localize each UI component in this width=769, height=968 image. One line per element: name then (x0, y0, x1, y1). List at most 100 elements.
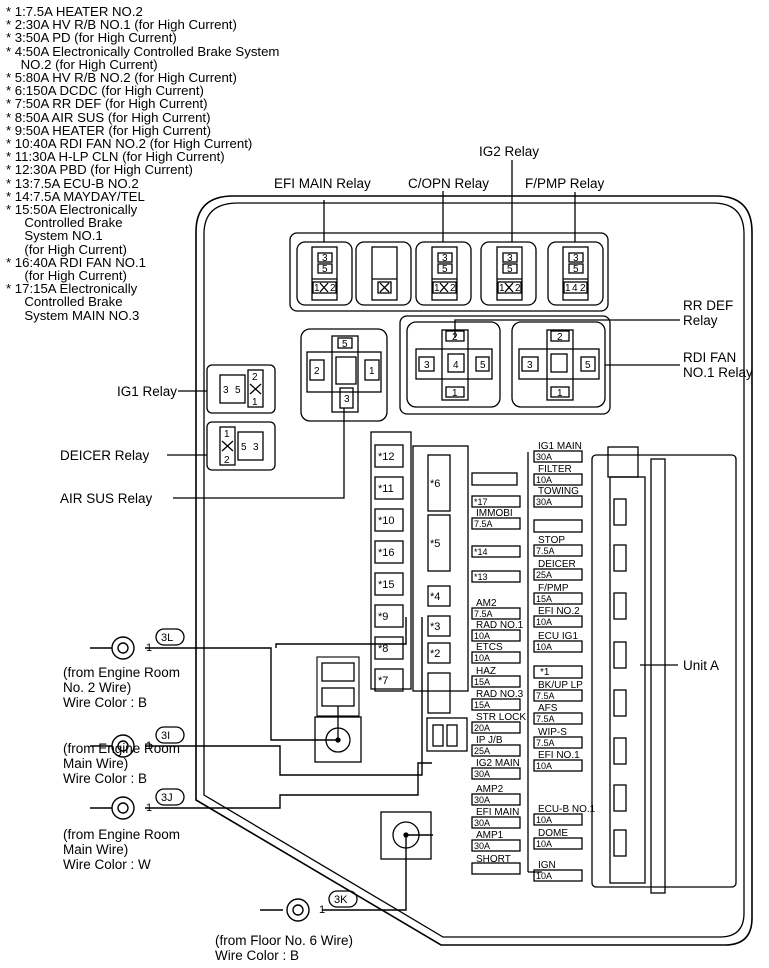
pin-label: 2 (557, 332, 563, 343)
pin-label: 3 (253, 442, 259, 453)
fuse-name-label: SHORT (476, 854, 511, 865)
fuse-name-label: RAD NO.3 (476, 689, 524, 700)
rr-def-relay (406, 321, 501, 408)
pin-label: 2 (450, 283, 456, 294)
ig1-relay-label: IG1 Relay (117, 384, 178, 399)
pin-label: 3 (442, 253, 448, 264)
high-current-fuse-column: *12*11*10*16*15*9*8*7 (374, 444, 404, 692)
fuse-slot (427, 454, 451, 512)
wire-tag (155, 788, 185, 806)
legend-line: * 11:30A H-LP CLN (for High Current) (6, 149, 225, 165)
fuse-amp-label: 20A (474, 723, 490, 733)
pin-label: 1 (369, 366, 375, 377)
pin-label: 1 (252, 397, 258, 408)
ig2-relay (480, 241, 537, 306)
fuse-id-label: *10 (378, 515, 395, 527)
air-sus-relay-label: AIR SUS Relay (60, 491, 153, 506)
fuse-amp-label: 7.5A (474, 609, 493, 619)
mini-fuse (471, 545, 521, 558)
legend-line: * 9:50A HEATER (for High Current) (6, 122, 211, 138)
wire-tag-label: 3J (161, 792, 173, 804)
fuse-name-label: BK/UP LP (538, 680, 583, 691)
pin-label: 5 (322, 264, 328, 275)
fuse-name-label: FILTER (538, 464, 572, 475)
mini-fuse (471, 698, 521, 711)
wire-3i (90, 617, 423, 776)
fuse-id-label: *4 (430, 591, 440, 603)
legend-line: System NO.1 (6, 228, 103, 244)
mini-fuse (471, 570, 521, 583)
pin-label: 2 (580, 283, 586, 294)
pin-label: 1 (557, 388, 563, 399)
mini-fuse (533, 813, 583, 826)
fuse-name-label: EFI NO.1 (538, 750, 580, 761)
fuse-amp-label: 25A (474, 746, 490, 756)
fuse-id-label: *8 (378, 643, 388, 655)
fuse-amp-label: 15A (474, 677, 490, 687)
legend-line: * 8:50A AIR SUS (for High Current) (6, 109, 211, 125)
fuse-amp-label: 10A (536, 839, 552, 849)
pin-label: 1 (314, 283, 320, 294)
fuse-name-label: ECU IG1 (538, 631, 578, 642)
fuse-slot (374, 636, 404, 660)
block-outline (195, 195, 753, 946)
legend-line: NO.2 (for High Current) (6, 56, 158, 72)
deicer-relay (206, 421, 276, 471)
legend-line: * 10:40A RDI FAN NO.2 (for High Current) (6, 136, 253, 152)
legend-line: Controlled Brake (6, 294, 123, 310)
fuse-name-label: AFS (538, 703, 558, 714)
fuse-amp-label: 10A (474, 653, 490, 663)
mini-fuse (533, 495, 583, 508)
fuse-slot (374, 444, 404, 468)
ig2-relay-label: IG2 Relay (479, 144, 540, 159)
fuse-slot (427, 585, 451, 607)
mini-fuse (533, 640, 583, 653)
fuse-name-label: DOME (538, 828, 568, 839)
fuse-slot (374, 604, 404, 628)
fuse-amp-label: 30A (474, 841, 490, 851)
fuse-amp-label: 10A (536, 761, 552, 771)
fuse-amp-label: 15A (474, 700, 490, 710)
wire-3k-label: (from Floor No. 6 Wire) Wire Color : B (215, 933, 354, 963)
mini-fuse (533, 736, 583, 749)
legend-line: * 12:30A PBD (for High Current) (6, 162, 193, 178)
fuse-amp-label: *17 (474, 497, 488, 507)
ig1-relay (206, 364, 276, 414)
legend-line: * 6:150A DCDC (for High Current) (6, 83, 204, 99)
fuse-name-label: HAZ (476, 666, 496, 677)
legend-line: * 2:30A HV R/B NO.1 (for High Current) (6, 17, 237, 33)
legend-line: * 17:15A Electronically (6, 281, 138, 297)
pin-label: 1 (452, 388, 458, 399)
mini-fuse (533, 837, 583, 850)
pin-label: 5 (573, 264, 579, 275)
wire-3j-label: (from Engine Room Main Wire) Wire Color … (63, 827, 181, 872)
fuse-amp-label: 10A (536, 642, 552, 652)
mini-fuse (471, 839, 521, 852)
fuse-id-label: *11 (378, 483, 394, 495)
legend-line: * 4:50A Electronically Controlled Brake … (6, 43, 280, 59)
mid-fuse-column: *6*5*4*3*2 (427, 454, 451, 714)
fuse-id-label: *6 (430, 478, 440, 490)
fuse-amp-label: 7.5A (536, 546, 555, 556)
pin-label: 5 (241, 442, 247, 453)
fuse-name-label: IMMOBI (476, 508, 513, 519)
mini-fuse (471, 675, 521, 688)
fuse-amp-label: 7.5A (536, 714, 555, 724)
pin-label: 3 (344, 394, 350, 405)
fuse-rail-mid (412, 445, 469, 692)
fuse-amp-label: 10A (474, 631, 490, 641)
mini-fuse (533, 592, 583, 605)
fuse-slot (374, 476, 404, 500)
fuse-amp-label: 7.5A (474, 519, 493, 529)
mini-fuse (471, 721, 521, 734)
pin-label: 1 (565, 283, 571, 294)
pin-label: 1 (224, 429, 230, 440)
wire-tag (155, 726, 185, 744)
wire-3i-label: (from Engine Room Main Wire) Wire Color … (63, 741, 181, 786)
legend-line: * 1:7.5A HEATER NO.2 (6, 4, 143, 19)
mini-fuse (533, 473, 583, 486)
fuse-amp-label: 15A (536, 594, 552, 604)
rr-def-relay-label: RR DEF Relay (683, 298, 734, 328)
fuse-name-label: *1 (540, 667, 550, 678)
